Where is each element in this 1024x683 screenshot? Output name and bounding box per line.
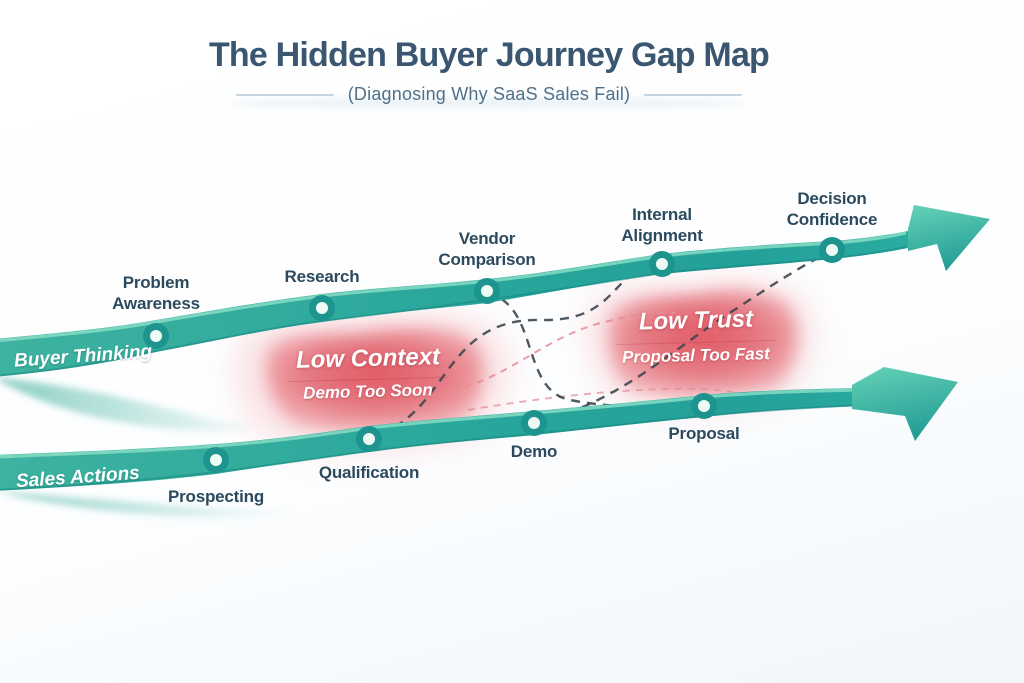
stage-label-vendor-comparison: Vendor Comparison [438, 229, 536, 269]
node-problem-awareness [143, 323, 169, 349]
subtitle-shadow [225, 97, 749, 109]
stage-label-proposal: Proposal [668, 424, 740, 443]
stage-label-prospecting: Prospecting [167, 487, 265, 506]
subtitle-rule-right [644, 93, 743, 96]
node-prospecting [203, 447, 229, 473]
gap-zone-low-context-blob [234, 311, 512, 453]
stage-label-demo: Demo [510, 442, 558, 461]
subtitle-row: (Diagnosing Why SaaS Sales Fail) [0, 84, 978, 105]
subtitle-rule-left [235, 93, 334, 96]
node-demo [521, 410, 547, 436]
gap-zone-low-trust-blob [585, 278, 815, 410]
node-decision-confidence [819, 237, 845, 263]
page-subtitle: (Diagnosing Why SaaS Sales Fail) [347, 84, 631, 104]
node-internal-alignment [649, 251, 675, 277]
buyer-arrowhead-icon [908, 205, 990, 271]
gap-connector-pink-1 [451, 311, 676, 391]
sales-band-tail [0, 491, 292, 517]
sales-arrowhead-icon [852, 367, 958, 441]
node-research [309, 295, 335, 321]
gap-connector-pink-2 [467, 387, 743, 411]
buyer-band-tail [0, 377, 258, 432]
gap-connector-dashed-3 [535, 250, 831, 423]
node-vendor-comparison [474, 278, 500, 304]
header: The Hidden Buyer Journey Gap Map (Diagno… [0, 36, 978, 105]
stage-label-problem-awareness: Problem Awareness [112, 273, 200, 313]
stage-label-decision-confidence: Decision Confidence [786, 189, 878, 229]
stage-label-qualification: Qualification [318, 463, 420, 482]
stage-label-internal-alignment: Internal Alignment [621, 205, 703, 245]
page-title: The Hidden Buyer Journey Gap Map [208, 36, 770, 74]
node-proposal [691, 393, 717, 419]
stage-label-research: Research [284, 267, 360, 286]
node-qualification [356, 426, 382, 452]
